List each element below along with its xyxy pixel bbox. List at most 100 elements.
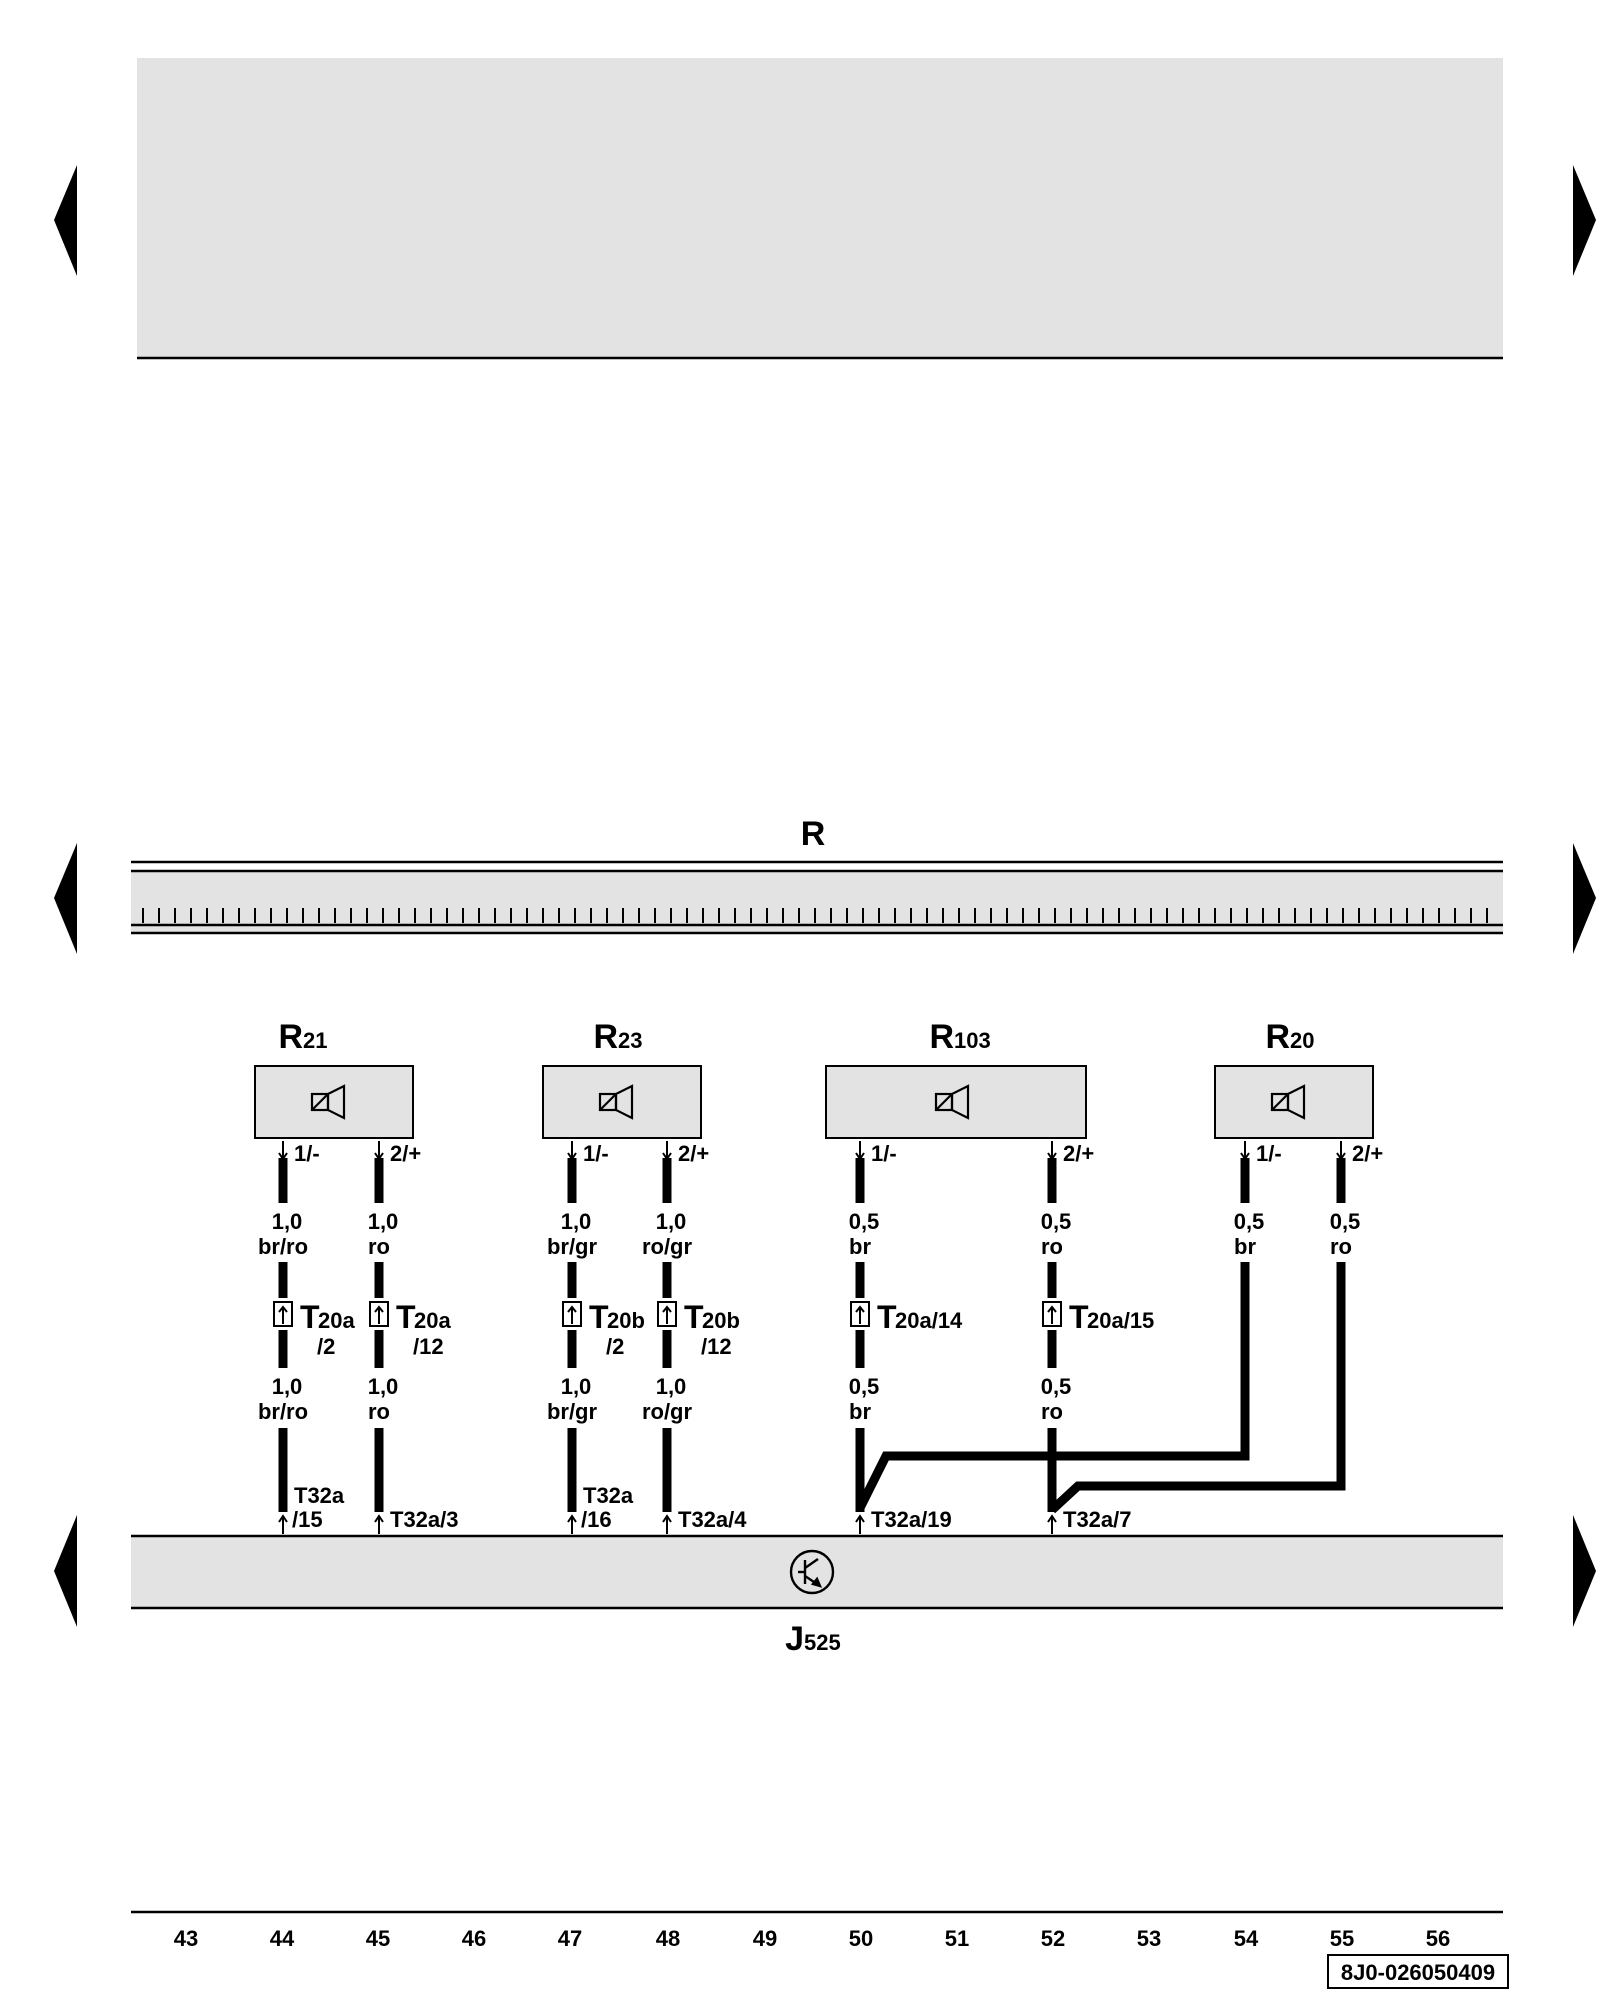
- speaker-label: R: [1265, 1018, 1290, 1056]
- speaker-r20: R 20: [1214, 1018, 1374, 1139]
- pin-arrow-down-icon: [1047, 1141, 1057, 1161]
- track-number: 52: [1041, 1926, 1065, 1951]
- t32-pin-label: T32a/3: [390, 1507, 459, 1532]
- wire-size-label: 1,0: [272, 1374, 303, 1399]
- t32-pin-label: T32a: [294, 1483, 345, 1508]
- pin-arrow-down-icon: [1336, 1141, 1346, 1161]
- pin-label: 2/+: [390, 1141, 421, 1166]
- t32-pin-label: T32a/19: [871, 1507, 952, 1532]
- doc-id: 8J0-026050409: [1341, 1960, 1495, 1985]
- pin-label: 1/-: [1256, 1141, 1282, 1166]
- unit-bar: [131, 871, 1503, 933]
- wire-color-label: br/ro: [258, 1234, 308, 1259]
- transistor-icon: [789, 1549, 835, 1595]
- wire-route-r20-plus: [1048, 1262, 1346, 1514]
- speaker-label-sub: 21: [303, 1028, 327, 1053]
- arrow-left-icon[interactable]: [54, 843, 77, 954]
- wire-color-label: br: [1234, 1234, 1256, 1259]
- wires: [278, 1158, 1346, 1514]
- unit-label: R: [801, 815, 826, 853]
- connector-label-sub: 20a/14: [895, 1308, 963, 1333]
- speaker-label: R: [593, 1018, 618, 1056]
- connector-pin-label: /2: [606, 1334, 624, 1359]
- arrow-left-icon[interactable]: [54, 1515, 77, 1627]
- speaker-r23: R 23: [542, 1018, 702, 1139]
- connector-label: T: [1069, 1299, 1089, 1335]
- track-number: 45: [366, 1926, 390, 1951]
- connector-plug-icon: [850, 1301, 870, 1327]
- track-number: 54: [1234, 1926, 1259, 1951]
- wire-color-label: ro: [1330, 1234, 1352, 1259]
- wire-route-r20-minus: [855, 1262, 1250, 1511]
- j525-label: J: [785, 1620, 804, 1658]
- speaker-label-sub: 20: [1290, 1028, 1314, 1053]
- connector-plug-icon: [369, 1301, 389, 1327]
- wire-color-label: br/ro: [258, 1399, 308, 1424]
- connector-label: T: [684, 1299, 704, 1335]
- speaker-label-sub: 23: [618, 1028, 642, 1053]
- wire-size-label: 0,5: [849, 1209, 880, 1234]
- speaker-label: R: [929, 1018, 954, 1056]
- connector-label-sub: 20a: [414, 1308, 451, 1333]
- wire-size-label: 0,5: [849, 1374, 880, 1399]
- arrow-right-icon[interactable]: [1573, 1515, 1596, 1627]
- pin-label: 2/+: [1063, 1141, 1094, 1166]
- connector-label-sub: 20b: [702, 1308, 740, 1333]
- pin-label: 2/+: [1352, 1141, 1383, 1166]
- pin-label: 1/-: [294, 1141, 320, 1166]
- wire-color-label: ro: [368, 1399, 390, 1424]
- wire-color-label: br: [849, 1399, 871, 1424]
- connector-pin-label: /2: [317, 1334, 335, 1359]
- wire-size-label: 1,0: [368, 1209, 399, 1234]
- speaker-icon: [310, 1084, 346, 1120]
- connector-plug-icon: [1042, 1301, 1062, 1327]
- wire-size-label: 0,5: [1041, 1209, 1072, 1234]
- pin-arrow-up-icon: [855, 1514, 865, 1534]
- wire-size-label: 1,0: [272, 1209, 303, 1234]
- connector-label-sub: 20b: [607, 1308, 645, 1333]
- wire-color-label: br/gr: [547, 1399, 598, 1424]
- pin-label: 2/+: [678, 1141, 709, 1166]
- track-number: 53: [1137, 1926, 1161, 1951]
- track-number: 51: [945, 1926, 969, 1951]
- t32-pin-label: T32a/4: [678, 1507, 747, 1532]
- wire-color-label: ro: [368, 1234, 390, 1259]
- connector-symbols: [273, 1301, 1062, 1327]
- arrow-right-icon[interactable]: [1573, 843, 1596, 954]
- arrow-left-icon[interactable]: [54, 165, 77, 276]
- t32-pin-label: /16: [581, 1507, 612, 1532]
- wire-labels-top: 1,0 br/ro 1,0 ro 1,0 br/gr 1,0 ro/gr 0,5…: [258, 1209, 1360, 1259]
- wire-size-label: 1,0: [368, 1374, 399, 1399]
- pin-arrow-up-icon: [662, 1514, 672, 1534]
- t32-pin-label: T32a/7: [1063, 1507, 1132, 1532]
- nav-arrows-right: [1573, 165, 1596, 1627]
- connector-label: T: [300, 1299, 320, 1335]
- t32-labels: T32a /15 T32a/3 T32a /16 T32a/4 T32a/19 …: [292, 1483, 1132, 1532]
- connector-plug-icon: [657, 1301, 677, 1327]
- pin-arrow-down-icon: [855, 1141, 865, 1161]
- speaker-r103: R 103: [825, 1018, 1087, 1139]
- speaker-box: [1214, 1065, 1374, 1139]
- wire-color-label: ro: [1041, 1234, 1063, 1259]
- pin-arrow-down-icon: [374, 1141, 384, 1161]
- t32-pin-label: T32a: [583, 1483, 634, 1508]
- wire-size-label: 1,0: [656, 1374, 687, 1399]
- track-number: 56: [1426, 1926, 1450, 1951]
- pin-arrow-up-icon: [1047, 1514, 1057, 1534]
- wire-size-label: 0,5: [1330, 1209, 1361, 1234]
- speaker-label: R: [278, 1018, 303, 1056]
- pin-arrow-down-icon: [567, 1141, 577, 1161]
- connector-labels: T 20a /2 T 20a /12 T 20b /2 T 20b /12 T …: [300, 1299, 1154, 1359]
- pin-arrow-up-icon: [567, 1514, 577, 1534]
- pin-label: 1/-: [871, 1141, 897, 1166]
- connector-pin-label: /12: [701, 1334, 732, 1359]
- doc-id-box: [1327, 1954, 1509, 1989]
- pin-arrow-down-icon: [278, 1141, 288, 1161]
- connector-plug-icon: [273, 1301, 293, 1327]
- arrow-right-icon[interactable]: [1573, 165, 1596, 276]
- j525-bar: [131, 1536, 1503, 1608]
- pin-label: 1/-: [583, 1141, 609, 1166]
- track-number: 47: [558, 1926, 582, 1951]
